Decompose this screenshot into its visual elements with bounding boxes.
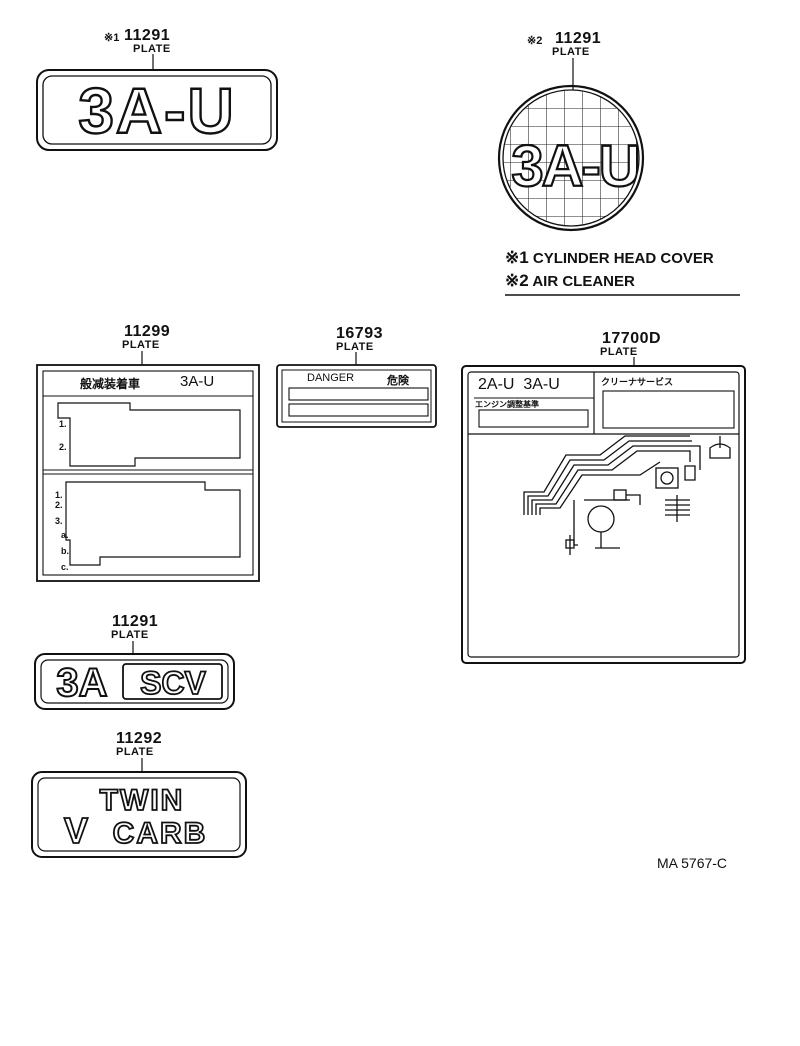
- plate-3au-number: 11291: [124, 27, 171, 44]
- plate-twin-line2: CARB: [113, 817, 208, 850]
- note-2-text: AIR CLEANER: [532, 273, 635, 290]
- note-2-symbol: ※2: [505, 271, 529, 290]
- plate-twin-line1: TWIN: [100, 784, 185, 817]
- figure-code: MA 5767-C: [657, 855, 728, 871]
- plate-11299-header-model: 3A-U: [180, 373, 215, 390]
- plate-17700d-label: PLATE: [600, 346, 638, 358]
- plate-twin-v: V: [64, 810, 88, 851]
- note-1-symbol: ※1: [505, 248, 529, 267]
- plate-3ascv-emblem-right: SCV: [140, 665, 206, 701]
- plate-11299-item: 2.: [59, 442, 67, 452]
- plate-11299-item: b.: [61, 546, 69, 556]
- plate-16793-number: 16793: [336, 325, 383, 342]
- plate-3au-label: PLATE: [133, 43, 171, 55]
- plate-twin-label: PLATE: [116, 746, 154, 758]
- plate-17700d-number: 17700D: [602, 330, 662, 347]
- note-1: ※1 CYLINDER HEAD COVER: [505, 248, 714, 268]
- plate-17700d-cleaner-jp: クリーナサービス: [601, 377, 674, 387]
- plate-3ascv-emblem-left: 3A: [56, 661, 107, 705]
- plate-11299-item: c.: [61, 562, 69, 572]
- plate-3ascv-drawing: 3A SCV: [34, 641, 235, 710]
- plate-16793-danger: DANGER: [307, 372, 355, 384]
- plate-11299-item: 1.: [59, 419, 67, 429]
- plate-3au-emblem: 3A-U: [78, 75, 235, 147]
- plate-round-marker: ※2: [527, 35, 543, 47]
- plate-11299-item: a.: [61, 530, 69, 540]
- plate-twin-number: 11292: [116, 730, 163, 747]
- plate-11299-label: PLATE: [122, 339, 160, 351]
- plate-16793-label: PLATE: [336, 341, 374, 353]
- plate-16793-drawing: [276, 352, 437, 428]
- plate-11299-item: 2.: [55, 500, 63, 510]
- plate-11299-item: 1.: [55, 490, 63, 500]
- plate-11299-drawing: [36, 351, 260, 582]
- plate-16793-danger-jp: 危険: [387, 375, 409, 387]
- plate-3au-drawing: 3A-U: [36, 54, 278, 151]
- plate-round-drawing: 3A-U: [497, 58, 645, 232]
- plate-17700d-drawing: [461, 357, 746, 664]
- note-2: ※2 AIR CLEANER: [505, 271, 635, 291]
- plate-17700d-models: 2A-U 3A-U: [478, 376, 560, 393]
- plate-3au-marker: ※1: [104, 32, 120, 44]
- plate-round-label: PLATE: [552, 46, 590, 58]
- plate-11299-number: 11299: [124, 323, 171, 340]
- plate-round-number: 11291: [555, 30, 602, 47]
- plate-11299-item: 3.: [55, 516, 63, 526]
- plate-round-emblem: 3A-U: [511, 134, 638, 199]
- plate-17700d-adjust-jp: エンジン調整基準: [475, 400, 539, 409]
- plate-11299-header-jp: 般减装着車: [80, 377, 141, 391]
- note-1-text: CYLINDER HEAD COVER: [532, 250, 714, 267]
- plate-twin-drawing: TWIN V CARB: [31, 758, 247, 858]
- plate-3ascv-number: 11291: [112, 613, 159, 630]
- plate-3ascv-label: PLATE: [111, 629, 149, 641]
